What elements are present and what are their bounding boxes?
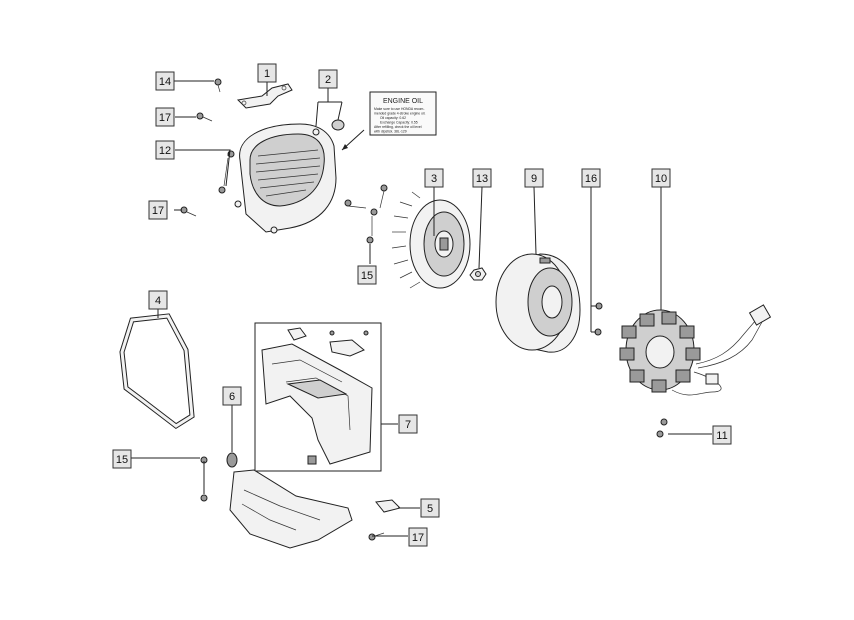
label-line: mended grade 4-stroke engine oil. xyxy=(374,112,426,116)
callout-10: 10 xyxy=(651,168,671,188)
svg-text:2: 2 xyxy=(325,74,331,86)
svg-text:10: 10 xyxy=(655,173,667,185)
part-9-flywheel xyxy=(495,253,581,353)
bolt-12 xyxy=(218,150,235,194)
label-title: ENGINE OIL xyxy=(383,98,423,105)
part-4-fan-cover xyxy=(234,119,345,234)
leader-lines xyxy=(131,80,712,537)
svg-text:17: 17 xyxy=(159,112,171,124)
svg-text:13: 13 xyxy=(476,173,488,185)
bolt-17-top xyxy=(196,112,213,122)
callout-4: 2 xyxy=(318,69,338,89)
part-1-bracket xyxy=(236,83,293,109)
callout-7: 7 xyxy=(398,414,418,434)
svg-text:16: 16 xyxy=(585,173,597,185)
svg-text:11: 11 xyxy=(716,430,727,442)
svg-text:6: 6 xyxy=(229,391,235,403)
callout-15-lower: 15 xyxy=(112,449,132,469)
callout-3: 3 xyxy=(424,168,444,188)
callout-5: 4 xyxy=(148,290,168,310)
callout-11: 11 xyxy=(712,425,732,445)
svg-text:17: 17 xyxy=(152,205,164,217)
label-line: Oil capacity: 0.62 xyxy=(380,116,406,120)
part-3-fan xyxy=(391,191,471,289)
label-line: Exchange Capacity: 0.55 xyxy=(380,121,418,125)
svg-text:4: 4 xyxy=(155,295,161,307)
part-7-shroud xyxy=(261,327,373,465)
svg-text:14: 14 xyxy=(159,76,171,88)
label-line: with dipstick. 38L-129 xyxy=(374,130,407,134)
svg-text:12: 12 xyxy=(159,145,171,157)
callout-6: 6 xyxy=(222,386,242,406)
part-13-nut xyxy=(469,267,487,281)
svg-text:9: 9 xyxy=(531,173,537,185)
callout-9: 9 xyxy=(524,168,544,188)
callout-17-left: 17 xyxy=(148,200,168,220)
label-line: Make sure to use HONDA recom- xyxy=(374,107,425,111)
callout-16: 16 xyxy=(581,168,601,188)
callout-15-upper: 15 xyxy=(357,265,377,285)
svg-text:17: 17 xyxy=(412,532,424,544)
svg-text:15: 15 xyxy=(361,270,373,282)
bolt-14 xyxy=(214,78,222,93)
svg-text:15: 15 xyxy=(116,454,128,466)
svg-text:5: 5 xyxy=(427,503,433,515)
callout-2: 5 xyxy=(420,498,440,518)
bolts-16 xyxy=(594,302,603,336)
callout-17-top: 17 xyxy=(155,107,175,127)
svg-text:1: 1 xyxy=(264,68,270,80)
engine-oil-label: ENGINE OIL Make sure to use HONDA recom-… xyxy=(369,91,437,136)
bolts-11 xyxy=(656,418,668,438)
callout-17-bottom: 17 xyxy=(408,527,428,547)
part-10-stator xyxy=(619,304,772,396)
callout-12: 12 xyxy=(155,140,175,160)
svg-text:7: 7 xyxy=(405,419,411,431)
part-6-lower-shroud xyxy=(226,452,353,549)
part-7-group-box xyxy=(254,322,382,472)
svg-text:3: 3 xyxy=(431,173,437,185)
bolts-15-upper xyxy=(344,184,388,244)
callout-13: 13 xyxy=(472,168,492,188)
bolt-17-left xyxy=(180,206,197,217)
callout-1: 1 xyxy=(257,63,277,83)
part-2-clip xyxy=(375,499,401,513)
callout-14: 14 xyxy=(155,71,175,91)
part-5-gasket xyxy=(119,313,195,430)
label-line: After refilling, check the oil level xyxy=(374,125,422,129)
